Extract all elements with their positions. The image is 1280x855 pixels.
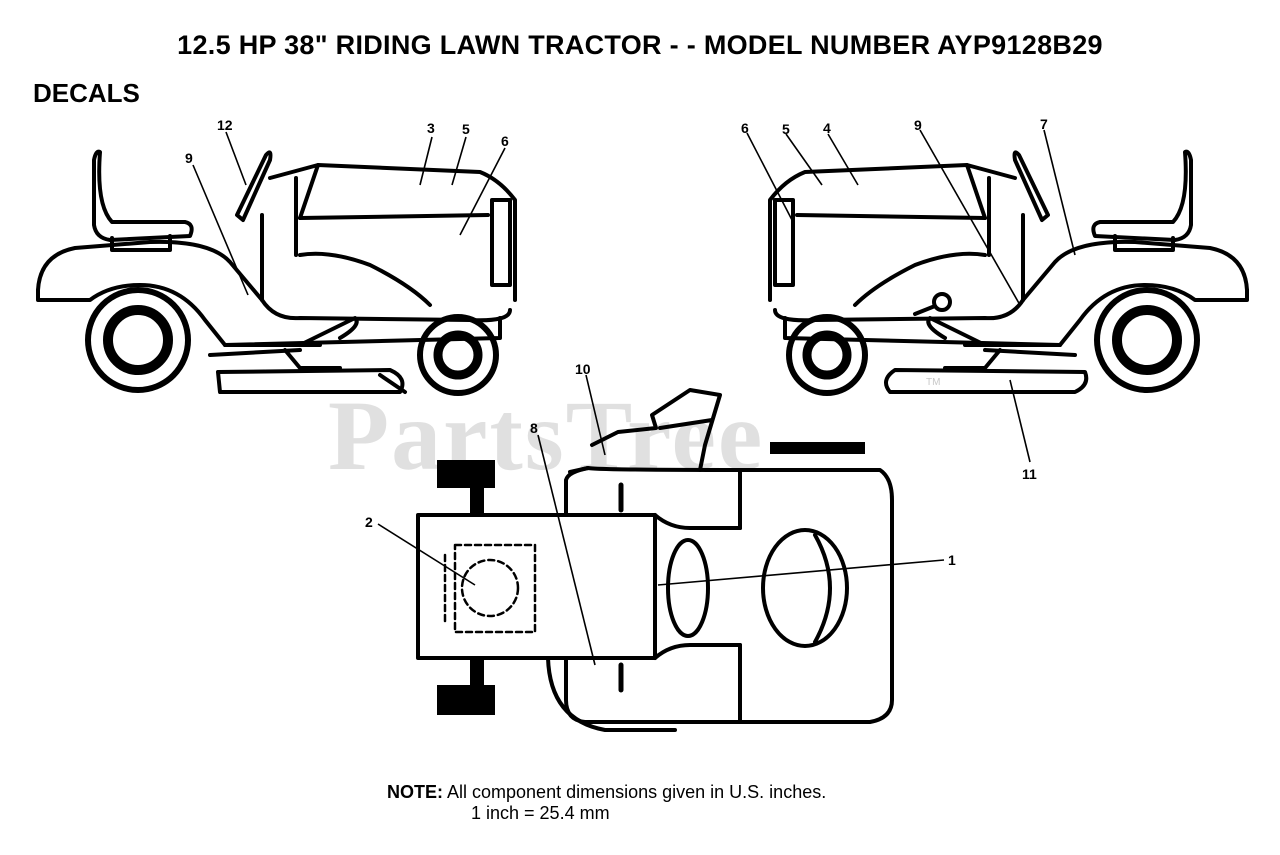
dimension-note: NOTE: All component dimensions given in … <box>387 781 826 803</box>
left-side-tractor <box>36 149 517 396</box>
top-view-tires <box>437 442 865 715</box>
callout-9-right: 9 <box>914 117 922 133</box>
right-side-tractor <box>768 149 1249 396</box>
note-line-2: 1 inch = 25.4 mm <box>471 803 610 823</box>
parts-tree-watermark: PartsTree <box>328 380 765 491</box>
callout-6-right: 6 <box>741 120 749 136</box>
callout-1: 1 <box>948 552 956 568</box>
callout-2: 2 <box>365 514 373 530</box>
callout-11: 11 <box>1022 466 1037 482</box>
watermark-trademark: TM <box>926 377 941 388</box>
callout-8: 8 <box>530 420 538 436</box>
note-line-1: All component dimensions given in U.S. i… <box>447 782 827 802</box>
diagram-title: 12.5 HP 38" RIDING LAWN TRACTOR - - MODE… <box>177 30 1103 60</box>
callout-5-left: 5 <box>462 121 470 137</box>
callout-10: 10 <box>575 361 591 377</box>
section-heading: DECALS <box>33 78 140 108</box>
note-label: NOTE: <box>387 782 443 802</box>
callout-3: 3 <box>427 120 435 136</box>
callout-7: 7 <box>1040 116 1048 132</box>
callout-9-left: 9 <box>185 150 193 166</box>
callout-4: 4 <box>823 120 831 136</box>
callout-5-right: 5 <box>782 121 790 137</box>
top-view-tractor <box>416 388 894 732</box>
callout-6-left: 6 <box>501 133 509 149</box>
callout-leaders <box>192 129 1076 666</box>
callout-12: 12 <box>217 117 233 133</box>
